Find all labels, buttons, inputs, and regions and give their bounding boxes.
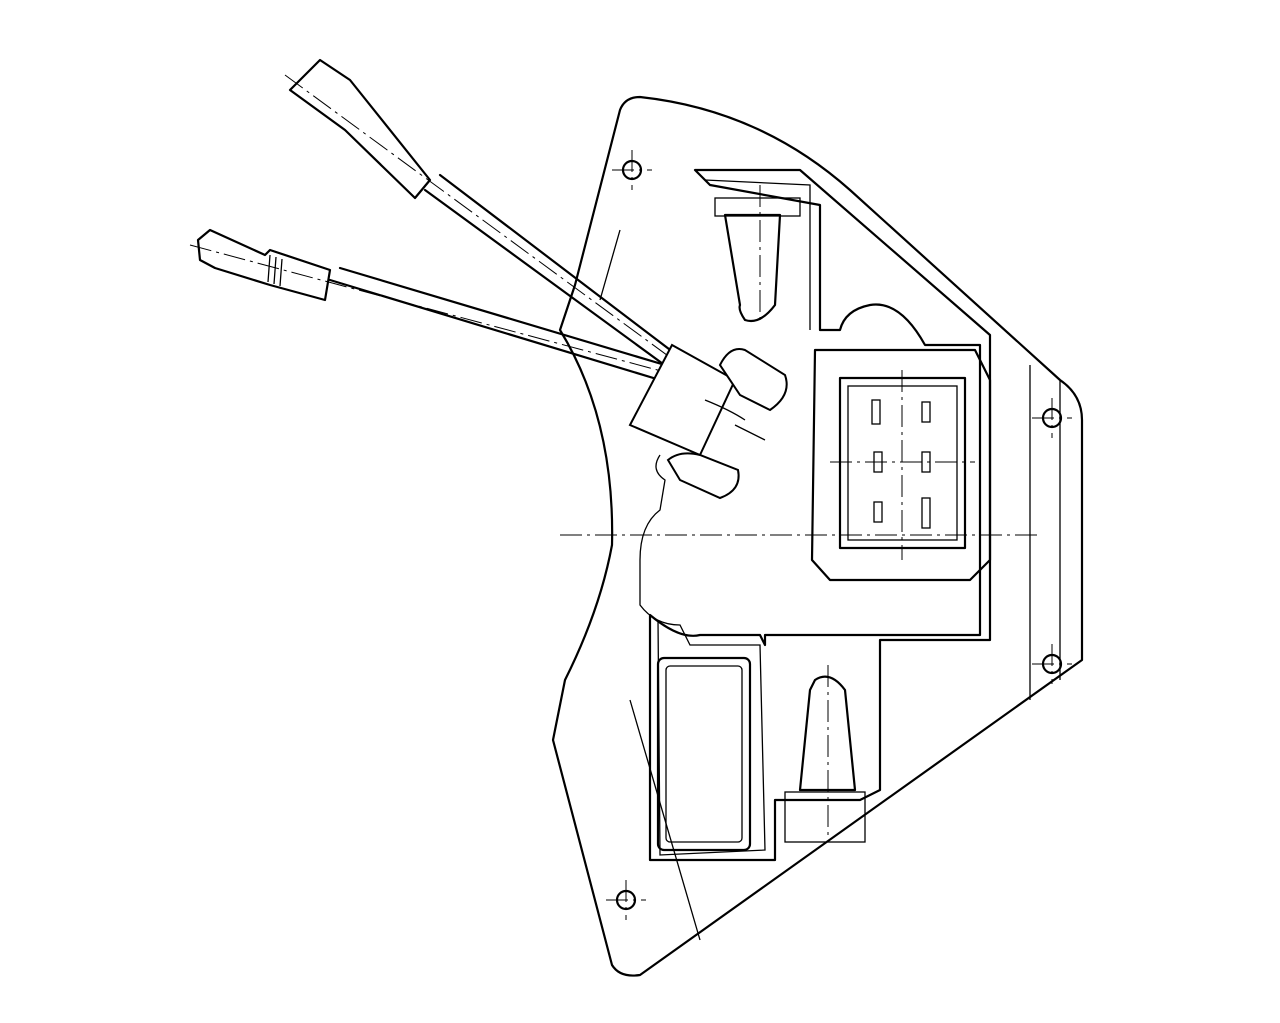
mounting-hole-top-left [612,150,652,190]
top-terminal-blade [714,185,801,323]
housing-inner-channel [639,179,811,856]
base-plate-outline [551,95,1084,977]
mounting-hole-bottom-left [606,880,646,920]
resistor-block [656,656,752,852]
wire-lower [189,228,667,382]
plate-inner-edge [599,229,1061,941]
housing-outline [648,168,992,862]
mounting-hole-right-upper [1032,398,1072,438]
wire-plug [628,343,788,500]
wire-upper [284,58,692,382]
mounting-hole-right-lower [1032,644,1072,684]
bottom-terminal-blade [784,665,866,843]
connector-pins [871,399,931,529]
main-connector [560,348,1040,582]
